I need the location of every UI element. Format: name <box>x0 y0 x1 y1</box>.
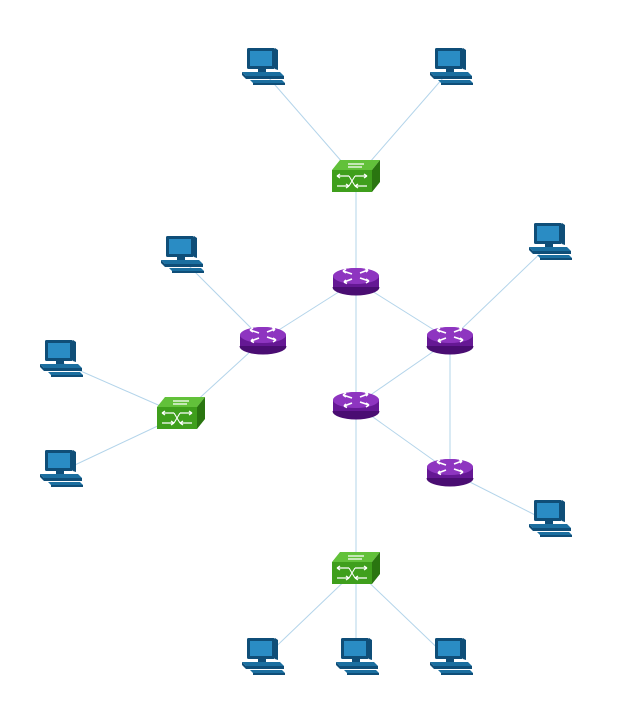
computer-pc7 <box>336 638 379 675</box>
nodes-layer <box>40 48 572 675</box>
switch-sw-left <box>157 397 205 429</box>
computer-icon <box>40 340 83 377</box>
computer-pc1 <box>242 48 285 85</box>
computer-icon <box>242 48 285 85</box>
router-icon <box>332 391 380 420</box>
computer-icon <box>430 48 473 85</box>
computer-icon <box>336 638 379 675</box>
computer-pc-right-top <box>529 223 572 260</box>
computer-pc5 <box>40 450 83 487</box>
computer-pc6 <box>242 638 285 675</box>
computer-pc4 <box>40 340 83 377</box>
router-icon <box>332 267 380 296</box>
router-r-top <box>332 267 380 296</box>
switch-icon <box>332 160 380 192</box>
router-icon <box>239 326 287 355</box>
computer-icon <box>242 638 285 675</box>
links-layer <box>59 69 550 661</box>
link-sw-bottom-pc8 <box>355 569 451 661</box>
switch-icon <box>157 397 205 429</box>
switch-sw-top <box>332 160 380 192</box>
computer-icon <box>430 638 473 675</box>
router-r-center <box>332 391 380 420</box>
switch-sw-bottom <box>332 552 380 584</box>
computer-pc3 <box>161 236 204 273</box>
router-r-lower-right <box>426 458 474 487</box>
router-icon <box>426 326 474 355</box>
computer-icon <box>161 236 204 273</box>
computer-icon <box>529 223 572 260</box>
computer-icon <box>40 450 83 487</box>
router-r-left <box>239 326 287 355</box>
link-pc-right-top-r-right <box>449 244 550 341</box>
switch-icon <box>332 552 380 584</box>
router-r-right <box>426 326 474 355</box>
computer-icon <box>529 500 572 537</box>
computer-pc8 <box>430 638 473 675</box>
computer-pc-right-bottom <box>529 500 572 537</box>
router-icon <box>426 458 474 487</box>
computer-pc2 <box>430 48 473 85</box>
